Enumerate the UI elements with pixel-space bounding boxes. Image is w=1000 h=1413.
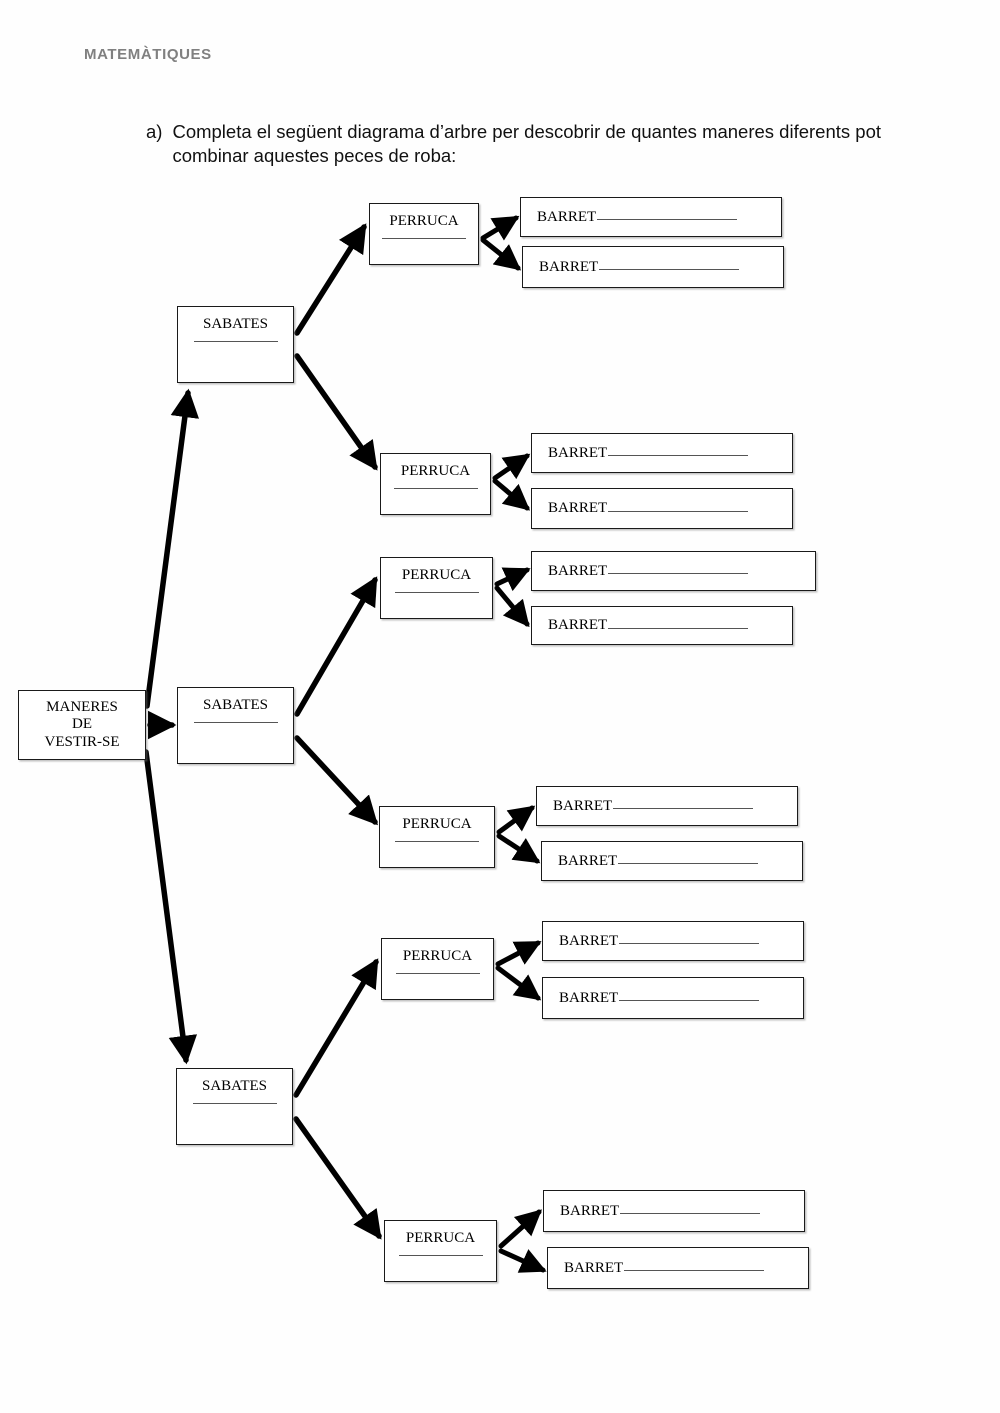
- hat-label: BARRET: [564, 1259, 624, 1276]
- shoe-blank-line[interactable]: [192, 1102, 277, 1104]
- wig-blank-line[interactable]: [395, 972, 480, 974]
- node-wig-1[interactable]: PERRUCA: [369, 203, 479, 265]
- hat-blank-line[interactable]: [608, 454, 749, 456]
- node-hat-3[interactable]: BARRET: [531, 433, 793, 473]
- node-wig-2[interactable]: PERRUCA: [380, 453, 491, 515]
- node-shoe-1[interactable]: SABATES: [177, 306, 294, 383]
- wig-blank-line[interactable]: [382, 237, 466, 239]
- arrow-wig-1-to-hat-1: [480, 215, 520, 241]
- node-wig-3[interactable]: PERRUCA: [380, 557, 493, 619]
- shoe-label: SABATES: [202, 316, 269, 332]
- node-hat-12[interactable]: BARRET: [547, 1247, 809, 1289]
- shoe-blank-line[interactable]: [193, 721, 278, 723]
- arrow-shoe-1-to-wig-2: [294, 353, 378, 471]
- root-line-1: MANERES: [46, 698, 118, 715]
- wig-blank-line[interactable]: [393, 487, 478, 489]
- arrow-wig-4-to-hat-8: [496, 833, 541, 864]
- root-line-3: VESTIR-SE: [44, 733, 120, 750]
- node-hat-10[interactable]: BARRET: [542, 977, 804, 1019]
- exercise-marker: a): [146, 121, 163, 142]
- wig-label: PERRUCA: [402, 816, 472, 832]
- hat-label: BARRET: [558, 852, 618, 869]
- hat-label: BARRET: [548, 617, 608, 633]
- node-wig-5[interactable]: PERRUCA: [381, 938, 494, 1000]
- node-hat-4[interactable]: BARRET: [531, 488, 793, 529]
- shoe-blank-line[interactable]: [193, 340, 278, 342]
- hat-blank-line[interactable]: [608, 627, 749, 629]
- hat-blank-line[interactable]: [599, 268, 740, 270]
- arrow-shoe-3-to-wig-5: [293, 958, 379, 1098]
- node-hat-6[interactable]: BARRET: [531, 606, 793, 645]
- hat-label: BARRET: [559, 989, 619, 1006]
- node-hat-8[interactable]: BARRET: [541, 841, 803, 881]
- arrow-wig-2-to-hat-4: [492, 478, 531, 511]
- hat-blank-line[interactable]: [620, 1212, 761, 1214]
- hat-blank-line[interactable]: [597, 218, 738, 220]
- hat-label: BARRET: [548, 562, 608, 579]
- shoe-label: SABATES: [202, 697, 269, 713]
- hat-blank-line[interactable]: [613, 807, 754, 809]
- page-title: MATEMÀTIQUES: [84, 46, 212, 63]
- node-shoe-3[interactable]: SABATES: [176, 1068, 293, 1145]
- wig-blank-line[interactable]: [398, 1254, 483, 1256]
- arrow-shoe-3-to-wig-6: [293, 1116, 382, 1240]
- arrow-wig-2-to-hat-3: [492, 453, 531, 481]
- hat-blank-line[interactable]: [619, 999, 760, 1001]
- arrow-shoe-1-to-wig-1: [294, 223, 367, 336]
- hat-label: BARRET: [539, 258, 599, 275]
- hat-blank-line[interactable]: [619, 942, 760, 944]
- arrow-wig-3-to-hat-5: [494, 567, 531, 592]
- node-hat-1[interactable]: BARRET: [520, 197, 782, 237]
- node-hat-9[interactable]: BARRET: [542, 921, 804, 961]
- root-line-2: DE: [72, 716, 92, 733]
- arrow-wig-1-to-hat-2: [480, 237, 522, 271]
- hat-label: BARRET: [537, 208, 597, 225]
- wig-blank-line[interactable]: [395, 840, 479, 842]
- hat-label: BARRET: [548, 500, 608, 516]
- arrow-wig-6-to-hat-11: [498, 1209, 542, 1249]
- arrow-shoe-2-to-wig-4: [294, 735, 378, 826]
- hat-label: BARRET: [548, 444, 608, 461]
- hat-blank-line[interactable]: [618, 862, 759, 864]
- wig-label: PERRUCA: [400, 463, 471, 479]
- hat-label: BARRET: [553, 797, 613, 814]
- node-hat-5[interactable]: BARRET: [531, 551, 816, 591]
- node-shoe-2[interactable]: SABATES: [177, 687, 294, 764]
- shoe-label: SABATES: [201, 1078, 268, 1094]
- node-wig-6[interactable]: PERRUCA: [384, 1220, 497, 1282]
- node-hat-7[interactable]: BARRET: [536, 786, 798, 826]
- node-wig-4[interactable]: PERRUCA: [379, 806, 495, 868]
- hat-blank-line[interactable]: [608, 572, 749, 574]
- hat-label: BARRET: [560, 1202, 620, 1219]
- arrow-wig-3-to-hat-6: [494, 585, 530, 628]
- wig-label: PERRUCA: [402, 948, 473, 964]
- hat-blank-line[interactable]: [624, 1269, 765, 1271]
- arrow-root-to-shoe-3: [143, 749, 198, 1065]
- arrow-root-to-shoe-1: [144, 388, 200, 709]
- hat-label: BARRET: [559, 932, 619, 949]
- wig-blank-line[interactable]: [394, 591, 479, 593]
- node-hat-11[interactable]: BARRET: [543, 1190, 805, 1232]
- node-hat-2[interactable]: BARRET: [522, 246, 784, 288]
- arrow-wig-5-to-hat-9: [495, 940, 542, 967]
- hat-blank-line[interactable]: [608, 510, 749, 512]
- wig-label: PERRUCA: [389, 213, 459, 229]
- node-root[interactable]: MANERES DE VESTIR-SE: [18, 690, 146, 760]
- arrow-wig-6-to-hat-12: [498, 1248, 547, 1273]
- arrow-wig-5-to-hat-10: [495, 965, 542, 1001]
- wig-label: PERRUCA: [405, 1230, 476, 1246]
- wig-label: PERRUCA: [401, 567, 472, 583]
- exercise-text: Completa el següent diagrama d’arbre per…: [172, 121, 881, 167]
- arrow-wig-4-to-hat-7: [496, 805, 536, 835]
- arrow-shoe-2-to-wig-3: [294, 576, 378, 717]
- exercise-instruction: a) Completa el següent diagrama d’arbre …: [146, 120, 936, 168]
